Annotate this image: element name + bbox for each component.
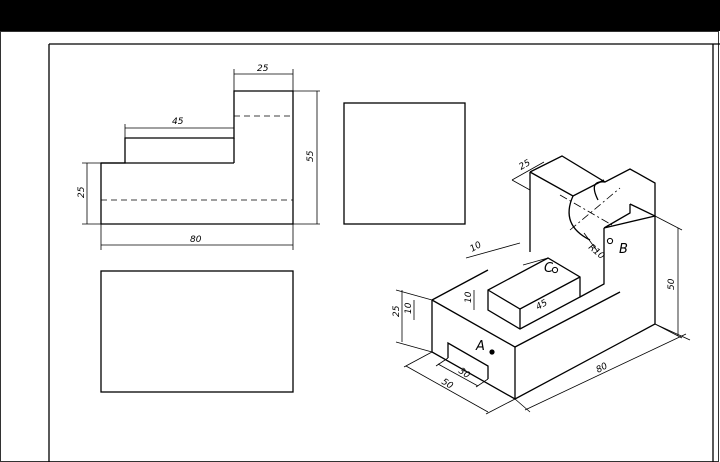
point-b-marker [606,237,614,245]
iso-dim-line-slot-width [437,363,479,387]
isometric-view: A C B 25 R10 50 80 10 10 45 25 10 30 [392,155,691,415]
point-a-label: A [475,339,485,354]
point-a-marker [489,349,495,355]
front-view-outline [100,90,294,225]
iso-dim-top-width: 25 [518,158,533,173]
top-bar [0,0,720,31]
iso-dim-base-height: 25 [392,305,402,317]
iso-rib [487,257,581,330]
iso-dim-slot-width: 30 [456,366,471,381]
point-c-label: C [544,261,554,276]
dim-top-step: 25 [257,64,269,74]
iso-arc [568,195,591,241]
iso-slot [447,341,489,379]
iso-upright [529,155,656,298]
iso-dim-rib-height: 10 [464,291,474,303]
outer-frame [0,31,719,462]
iso-dim-line-slot-depth [405,365,489,413]
side-view-box [343,102,466,225]
iso-dim-rib-width: 10 [469,240,484,255]
iso-dim-slot-depth: 50 [439,377,454,392]
dim-left-height: 25 [77,186,87,198]
top-view-box [100,270,294,393]
iso-dim-length: 80 [595,361,610,375]
point-c-marker [551,266,559,274]
dim-height: 55 [306,150,316,162]
iso-outline [431,203,656,400]
front-view: 25 45 55 25 80 [77,64,320,250]
dim-middle-step: 45 [172,117,184,127]
iso-dim-line-length [524,333,687,411]
iso-dim-height-right: 50 [667,278,677,290]
dim-width: 80 [190,235,202,245]
iso-dim-radius: R10 [586,243,606,262]
point-b-label: B [619,242,628,257]
iso-dim-base-rib: 10 [404,302,414,314]
